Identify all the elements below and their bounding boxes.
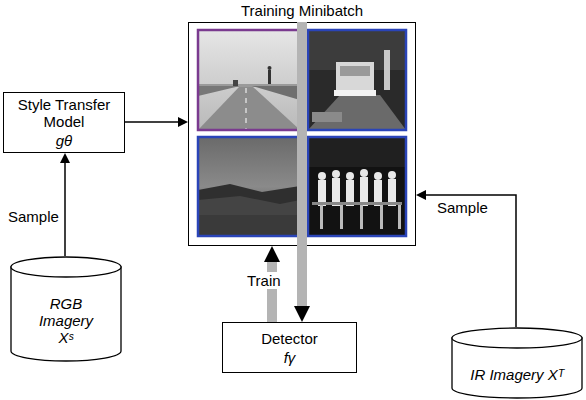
connector-line: [267, 260, 277, 322]
process-box: Detector fγ: [222, 322, 357, 373]
arrow-head: [178, 117, 188, 127]
connector-line: [125, 121, 180, 123]
process-box: Style Transfer Model gθ: [3, 92, 125, 153]
arrow-label: Train: [246, 272, 282, 289]
connector-arrow: [125, 117, 188, 127]
rgb-road-image: [198, 30, 300, 130]
arrow-head: [60, 153, 70, 163]
node-text: gθ: [56, 132, 72, 149]
node-text: Style Transfer Model: [12, 96, 116, 130]
cylinder-top: [452, 328, 582, 348]
connector-arrow: [60, 153, 70, 256]
node-text: RGB Imagery Xˢ: [34, 295, 98, 346]
node-text: Detector: [261, 330, 318, 347]
cylinder-top: [11, 257, 121, 277]
minibatch-frame: Training Minibatch: [188, 22, 416, 246]
connector-arrow: [416, 190, 516, 327]
ir-people-image: [308, 137, 406, 236]
cylinder-body: [11, 267, 121, 361]
node-text: IR Imagery Xᵀ: [470, 366, 563, 383]
edge-label: Sample: [8, 208, 59, 225]
ir-vehicle-image: [308, 30, 406, 130]
arrow-head: [416, 190, 426, 200]
connector-line: [425, 195, 517, 327]
edge-label: Sample: [437, 199, 488, 216]
connector-line: [64, 162, 66, 257]
connector-line: [297, 22, 307, 308]
node-text: fγ: [284, 349, 296, 366]
group-heading: Training Minibatch: [179, 2, 425, 19]
database-cylinder: IR Imagery Xᵀ: [451, 327, 583, 399]
arrow-head: [264, 246, 280, 262]
cylinder-outline: [451, 327, 583, 399]
connector-arrow: [294, 22, 310, 322]
ir-landscape-image: [198, 137, 300, 236]
connector-arrow: [264, 246, 280, 322]
database-cylinder: RGB Imagery Xˢ: [10, 256, 122, 362]
arrow-head: [294, 306, 310, 322]
